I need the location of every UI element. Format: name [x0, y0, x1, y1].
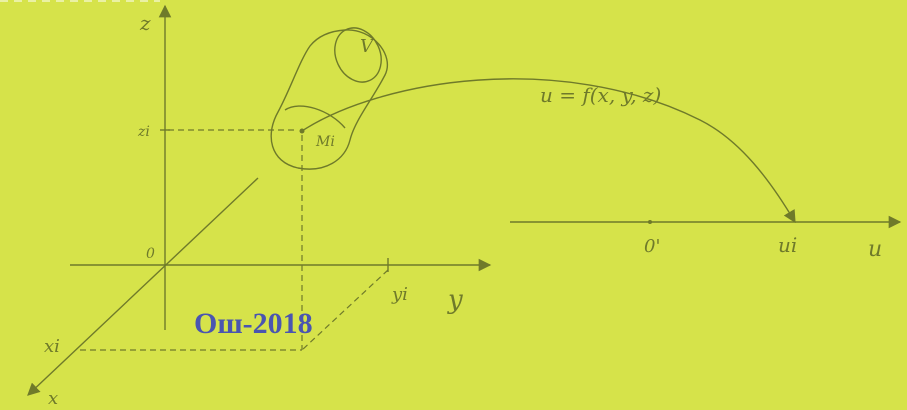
yi-projection — [301, 269, 389, 351]
u-axis-label: u — [868, 237, 882, 262]
u-origin-label: 0' — [644, 236, 660, 257]
mi-label: Mi — [315, 134, 335, 150]
origin-label: 0 — [146, 246, 155, 262]
xi-label: xi — [44, 336, 60, 357]
y-axis-label: y — [447, 285, 463, 315]
yi-label: yi — [391, 284, 408, 305]
mapping-arrow — [301, 78, 796, 224]
zi-label: zi — [137, 124, 150, 140]
z-axis-label: z — [139, 11, 151, 35]
x-axis-label: x — [48, 388, 58, 409]
volume-label: V — [360, 36, 375, 57]
x-axis — [27, 177, 259, 396]
u-origin-point — [648, 220, 652, 224]
function-label: u = f(x, y, z) — [540, 83, 661, 107]
slide-title: Ош-2018 — [194, 307, 313, 340]
ui-label: ui — [778, 233, 797, 257]
